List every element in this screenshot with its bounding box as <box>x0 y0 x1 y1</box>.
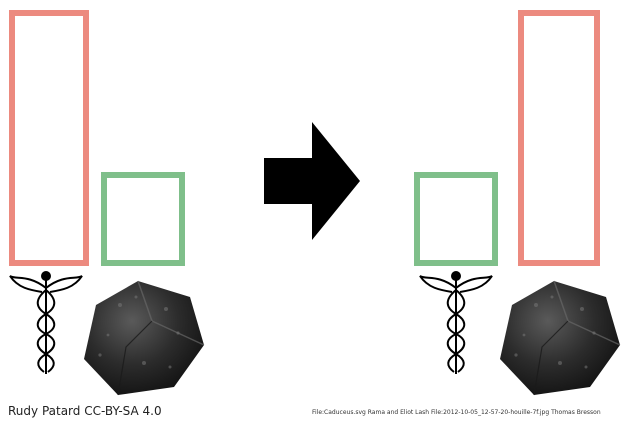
green-bar-before <box>101 172 185 266</box>
caduceus-icon <box>418 270 494 380</box>
coal-lump-icon <box>78 275 210 401</box>
coal-lump-icon <box>494 275 623 401</box>
credit-sources: File:Caduceus.svg Rama and Eliot Lash Fi… <box>312 409 601 416</box>
credit-author: Rudy Patard CC-BY-SA 4.0 <box>8 404 162 418</box>
red-bar-after <box>518 10 600 266</box>
red-bar-before <box>9 10 89 266</box>
caduceus-icon <box>8 270 84 380</box>
green-bar-after <box>414 172 498 266</box>
right-arrow-icon <box>262 120 362 242</box>
